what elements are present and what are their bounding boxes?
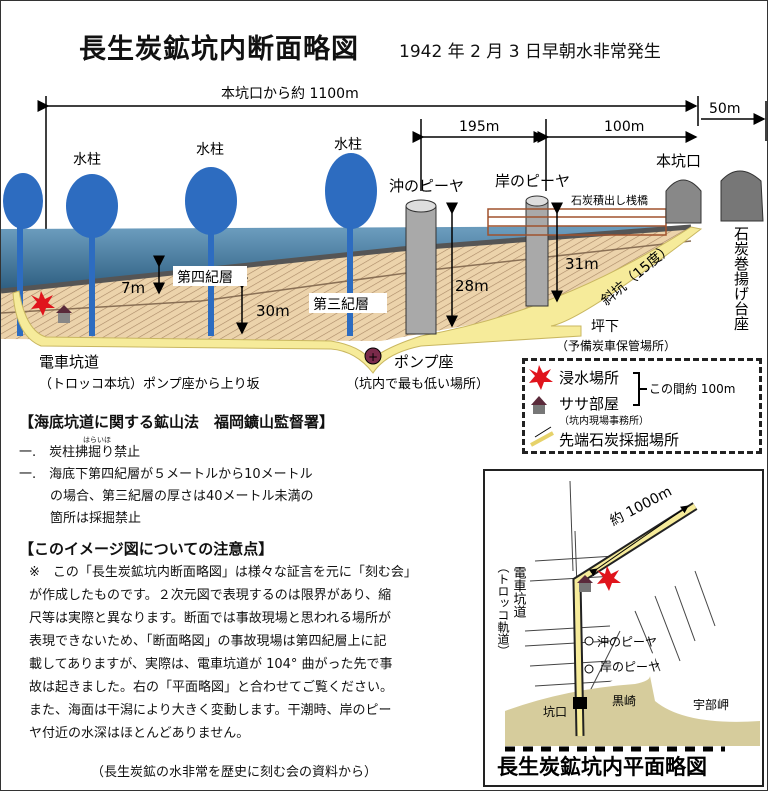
coal-jetty-label: 石炭積出し桟橋 [571,193,648,207]
flood-star-icon [597,566,621,591]
water-column-spray [66,174,118,238]
notes-line: 尺等は実際と異なります。断面では事故現場と思われる場所が [29,611,392,626]
sasa-hut-icon [56,305,72,313]
pump-note: （坑内で最も低い場所） [346,376,489,392]
law-item: の場合、第三紀層の厚さは40メートル未満の [50,489,314,504]
offshore-pier-marker [584,636,594,646]
legend-face: 先端石炭採掘場所 [559,431,679,449]
law-heading: 【海底坑道に関する鉱山法 福岡鑛山監督署】 [19,413,335,431]
tsuboshita-label: 坪下 [591,319,619,335]
dim-195-label: 195m [459,119,499,135]
offshore-pier-icon [405,205,437,335]
dim-total-label: 本坑口から約 1100m [221,86,359,102]
pump-icon [364,347,382,365]
main-tunnel [12,226,703,374]
plan-shore-pier: 岸のピーヤ [600,660,660,674]
plan-tram-label: 電車坑道 [511,566,527,618]
legend-sasa-note: （坑内現場事務所） [559,414,649,427]
depth-28-label: 28m [455,277,489,295]
notes-line: ※ この「長生炭鉱坑内断面略図」は様々な証言を元に「刻む会」 [29,565,417,580]
plan-offshore-pier: 沖のピーヤ [597,635,657,649]
water-column-label: 水柱 [334,137,362,153]
pump-label: ポンプ座 [394,353,454,371]
page-title: 長生炭鉱坑内断面略図 [79,34,359,65]
tram-tunnel-label: 電車坑道 [39,353,99,371]
tertiary-label: 第三紀層 [313,296,369,313]
plan-title: 長生炭鉱坑内平面略図 [497,755,707,779]
plan-map-graphics: 約 1000m 電車坑道 （トロッコ軌道） 沖のピーヤ 岸のピーヤ 黒崎 坑口 … [485,480,760,779]
coal-jetty-icon [487,208,667,236]
quaternary-label: 第四紀層 [177,269,233,286]
notes-line: 載してありますが、実際は、電車坑道が 104° 曲がった先で事 [29,657,393,672]
notes-line: 故は起きました。右の「平面略図」と合わせてご覧ください。 [29,680,394,695]
main-portal-icon [665,179,702,224]
land [505,676,760,746]
sasa-hut-icon [531,396,547,405]
plan-ubemisaki: 宇部岬 [693,697,729,712]
pump-plus: + [368,350,378,364]
hoist-platform-icon [720,170,764,222]
bracket [633,372,647,406]
dim-100-label: 100m [604,119,644,135]
law-item: 一. 海底下第四紀層が５メートルから10メートル [19,467,313,482]
water-column-label: 水柱 [196,142,224,158]
hoist-platform-label: 石炭巻揚げ台座 [732,226,750,331]
legend-flood: 浸水場所 [559,369,619,387]
notes-body: ※ この「長生炭鉱坑内断面略図」は様々な証言を元に「刻む会」 が作成したものです… [29,561,479,745]
depth-30-label: 30m [256,302,290,320]
notes-line: 表現できないため、「断面略図」の事故現場は第四紀層上に記 [29,634,387,649]
notes-line: が作成したものです。２次元図で表現するのは限界があり、縮 [29,588,392,603]
plan-tram-note: （トロッコ軌道） [496,561,510,657]
notes-heading: 【このイメージ図についての注意点】 [19,540,274,558]
shore-pier-marker [584,664,594,674]
depth-7-label: 7m [121,279,145,297]
tram-tunnel-note: （トロッコ本坑）ポンプ座から上り坂 [39,377,260,392]
legend-distance: この間約 100m [649,381,735,396]
water-column-spray [3,173,43,229]
plan-portal: 坑口 [543,704,567,719]
mining-face-icon [530,431,554,447]
notes-line: また、海面は干潟により大きく変動します。干潮時、岸のピー [29,703,392,718]
ruby-text: はらいほ [83,436,111,444]
page-subtitle: 1942 年 2 月 3 日早朝水非常発生 [399,42,661,62]
legend-sasa: ササ部屋 [559,395,619,413]
dim-50-label: 50m [709,101,740,117]
shore-pier-label: 岸のピーヤ [495,172,570,190]
depth-arrows [153,202,563,335]
flood-star-icon [529,365,553,390]
water-column-spray [185,167,237,235]
sasa-hut-icon [577,575,593,583]
water-column-spray [325,153,377,229]
water-column-label: 水柱 [73,152,101,168]
legend: 浸水場所 ササ部屋 （坑内現場事務所） この間約 100m 先端石炭採掘場所 [522,358,762,454]
offshore-pier-label: 沖のピーヤ [389,177,464,195]
legend-graphics: 浸水場所 ササ部屋 （坑内現場事務所） この間約 100m 先端石炭採掘場所 [529,365,735,449]
water-columns [3,153,377,336]
depth-31-label: 31m [565,255,599,273]
tsuboshita-note: （予備炭車保管場所） [556,338,676,353]
law-item: 一. 炭柱拂掘り禁止 [19,445,141,460]
distance-arrow [588,505,689,577]
flood-star-icon [31,291,55,316]
plan-kurosaki: 黒崎 [612,694,636,708]
notes-line: ヤ付近の水深はほとんどありません。 [29,726,250,741]
portal-icon [573,697,587,709]
plan-map: 約 1000m 電車坑道 （トロッコ軌道） 沖のピーヤ 岸のピーヤ 黒崎 坑口 … [483,469,764,787]
law-item: 箇所は採掘禁止 [50,511,142,526]
main-portal-label: 本坑口 [656,152,701,170]
source-note: （長生炭鉱の水非常を歴史に刻む会の資料から） [91,765,378,780]
cross-section-diagram: 本坑口から約 1100m 50m 195m 100m 水柱 水柱 水柱 + [1,86,767,392]
